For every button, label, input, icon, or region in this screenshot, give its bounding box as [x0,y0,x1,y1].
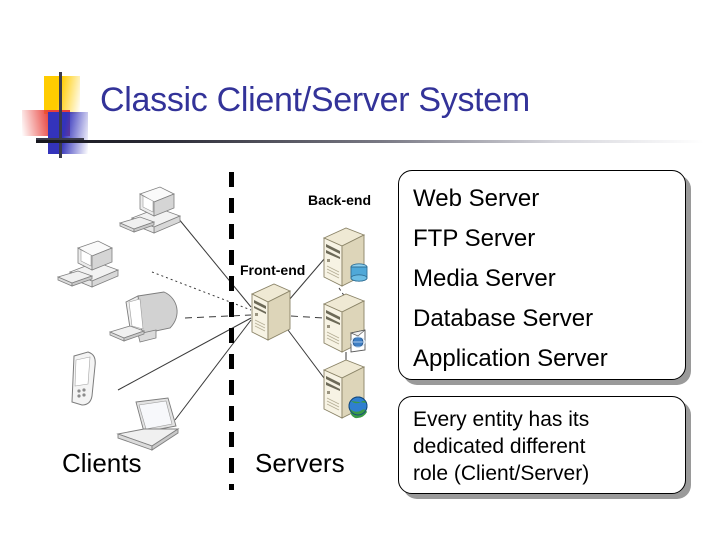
zone-label-clients: Clients [62,448,142,478]
tier-label-front-end: Front-end [240,262,306,278]
crt-monitor-icon [108,288,192,350]
note-line: role (Client/Server) [413,462,590,485]
server-list-item: Database Server [413,305,594,332]
server-list-item: FTP Server [413,225,536,252]
server-tower-icon-database [318,226,380,296]
server-list-item: Application Server [413,345,608,372]
laptop-icon [108,396,190,458]
server-list-item: Media Server [413,265,556,292]
server-tower-icon-front-end [246,282,296,348]
title-underline-rule [36,140,704,143]
desktop-computer-icon [56,236,122,292]
tier-label-back-end: Back-end [308,192,372,208]
desktop-computer-icon [118,182,184,238]
decor-yellow-square [44,76,80,114]
pda-device-icon [66,350,106,412]
title-decoration [22,72,118,158]
client-server-divider [229,172,234,490]
page-title: Classic Client/Server System [100,81,530,119]
server-tower-icon-internet [318,358,380,428]
server-list-item: Web Server [413,185,540,212]
note-box: Every entity has its dedicated different… [398,396,686,494]
note-line: Every entity has its [413,408,590,431]
decor-horizontal-line [36,138,84,141]
decor-vertical-line [59,72,62,158]
database-cylinder-icon [350,263,368,282]
decor-blue-square [48,112,88,154]
server-tower-icon-file-web [318,292,380,362]
folder-globe-icon [349,329,366,353]
zone-label-servers: Servers [255,448,345,478]
note-line: dedicated different [413,435,586,458]
server-type-list-box: Web Server FTP Server Media Server Datab… [398,170,686,380]
globe-icon [348,396,368,419]
